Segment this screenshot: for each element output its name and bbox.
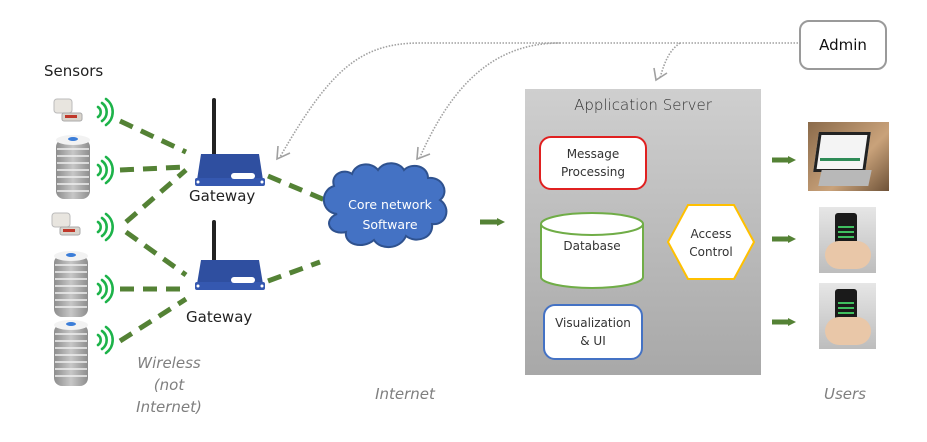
access-control-label: Access Control: [666, 225, 756, 261]
signal-icon: [96, 274, 114, 304]
sensor-cylinder: [54, 251, 88, 317]
signal-icons: [96, 97, 114, 355]
admin-to-cloud-link: [419, 42, 561, 158]
admin-gateway-arrowhead: [276, 145, 291, 161]
admin-to-server-link: [659, 42, 681, 79]
user-phone-image: [819, 207, 876, 273]
gateway-device: [195, 98, 265, 186]
core-network-label: Core network Software: [335, 195, 445, 235]
internet-label: Internet: [375, 385, 435, 403]
user-phone-image: [819, 283, 876, 349]
laptop-screen: [813, 132, 871, 172]
core-network-line1: Core network: [348, 197, 432, 212]
application-server-title: Application Server: [574, 96, 712, 114]
sensor2-gateway1-link: [119, 164, 187, 173]
sensor-cylinder: [54, 320, 88, 386]
sensor-enclosure: [53, 98, 83, 122]
admin-label: Admin: [819, 36, 867, 54]
sensor-cylinder: [56, 135, 90, 199]
visualization-line2: & UI: [580, 334, 606, 348]
admin-cloud-arrowhead: [416, 146, 431, 161]
core-network-line2: Software: [362, 217, 418, 232]
phone-screen-graph: [838, 223, 854, 243]
access-control-line1: Access: [690, 227, 732, 241]
admin-server-arrowhead: [653, 67, 668, 82]
gateway-label: Gateway: [189, 187, 256, 205]
user-laptop-image: [808, 122, 889, 191]
admin-box: Admin: [799, 20, 887, 70]
sensor3-gateway1-link: [124, 168, 188, 224]
sensor5-gateway2-link: [118, 296, 188, 344]
wireless-line2: (not: [153, 376, 185, 394]
signal-icon: [96, 212, 114, 242]
phone-hand: [825, 241, 871, 269]
signal-icon: [96, 155, 114, 185]
laptop-screen-accent: [820, 158, 860, 161]
visualization-line1: Visualization: [555, 316, 631, 330]
core-network-cloud: [322, 162, 448, 248]
visualization-box: Visualization & UI: [543, 304, 643, 360]
sensor3-gateway2-link: [124, 229, 188, 278]
gateway-label: Gateway: [186, 308, 253, 326]
phone-hand: [825, 317, 871, 345]
gateway-device: [195, 220, 265, 290]
message-processing-line2: Processing: [560, 165, 626, 179]
sensor-enclosure: [51, 212, 81, 236]
users-label: Users: [823, 385, 866, 403]
laptop-keyboard: [818, 170, 872, 186]
message-processing-line1: Message: [566, 147, 620, 161]
gateway2-cloud-link: [267, 259, 321, 284]
signal-icon: [96, 325, 114, 355]
sensors-label: Sensors: [44, 62, 104, 80]
wireless-line3: Internet): [136, 398, 202, 416]
phone-screen-graph: [838, 299, 854, 319]
sensor1-gateway1-link: [118, 118, 188, 155]
admin-to-gateway-link: [279, 42, 798, 158]
wireless-line1: Wireless: [137, 354, 201, 372]
access-control-line2: Control: [689, 245, 733, 259]
access-control-hexagon: [666, 204, 756, 280]
wireless-label: Wireless (not Internet): [114, 352, 224, 418]
database-cylinder: [540, 212, 644, 289]
wireless-links: [118, 118, 326, 344]
gateway1-cloud-link: [267, 173, 326, 203]
admin-links: [276, 42, 798, 161]
signal-icon: [96, 97, 114, 127]
database-label: Database: [563, 239, 621, 253]
